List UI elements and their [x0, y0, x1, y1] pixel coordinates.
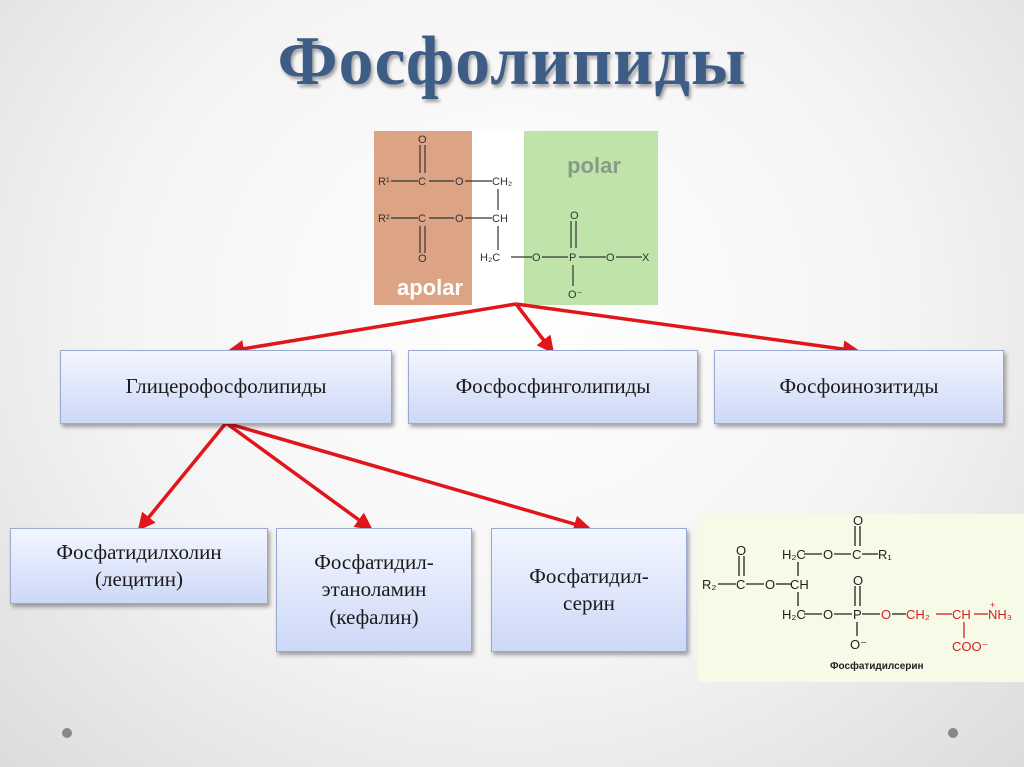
class-label: Глицерофосфолипиды — [125, 374, 327, 399]
atom-r2: R² — [378, 213, 390, 225]
atom-o-phosphate: O — [823, 607, 833, 622]
atom-o-carbonyl-2: O — [736, 543, 746, 558]
atom-ch-serine: CH — [952, 607, 971, 622]
subclass-label: Фосфатидил- этаноламин (кефалин) — [314, 550, 434, 629]
atom-o5: O — [532, 252, 541, 264]
arrow-to-glycerophospholipids — [226, 302, 517, 358]
atom-ch2: CH₂ — [492, 176, 512, 188]
atom-o-minus: O⁻ — [850, 637, 867, 652]
subclass-box-phosphatidylserine: Фосфатидил- серин — [491, 528, 687, 652]
slide-corner-dot-right — [948, 728, 958, 738]
apolar-region — [374, 131, 472, 305]
atom-c1: C — [418, 176, 426, 188]
atom-h2c-bottom: H₂C — [782, 607, 806, 622]
arrow-to-phosphatidylcholine — [137, 421, 228, 531]
atom-plus: + — [990, 600, 995, 610]
atom-o-ester-1: O — [823, 547, 833, 562]
atom-p: P — [569, 252, 576, 264]
atom-o6: O — [570, 210, 579, 222]
atom-c-1: C — [852, 547, 861, 562]
atom-ch2-serine: CH₂ — [906, 607, 930, 622]
atom-o4: O — [418, 253, 427, 265]
atom-coo: COO⁻ — [952, 639, 988, 654]
class-label: Фосфоинозитиды — [779, 374, 939, 399]
atom-nh3: NH₃ — [988, 607, 1012, 622]
atom-o-ester-2: O — [765, 577, 775, 592]
slide-corner-dot-left — [62, 728, 72, 738]
apolar-label: apolar — [397, 275, 463, 300]
arrow-to-phosphosphingolipids — [514, 302, 555, 354]
subclass-label: Фосфатидилхолин (лецитин) — [56, 539, 222, 591]
arrow-to-phosphoinositides — [515, 302, 861, 358]
atom-o2: O — [455, 176, 464, 188]
atom-r1: R¹ — [378, 176, 390, 188]
general-phospholipid-structure: polar apolar R¹ C O O CH₂ R² C O CH O H₂… — [374, 131, 658, 305]
subclass-box-phosphatidylethanolamine: Фосфатидил- этаноламин (кефалин) — [276, 528, 472, 652]
atom-h2c-top: H₂C — [782, 547, 806, 562]
arrow-to-phosphatidylethanolamine — [224, 421, 373, 531]
atom-r2: R₂ — [702, 577, 716, 592]
atom-p: P — [853, 607, 862, 622]
atom-x: X — [642, 252, 650, 264]
atom-r1: R₁ — [878, 547, 892, 562]
atom-o3: O — [455, 213, 464, 225]
subclass-box-phosphatidylcholine: Фосфатидилхолин (лецитин) — [10, 528, 268, 604]
atom-c: C — [736, 577, 745, 592]
arrow-to-phosphatidylserine — [225, 421, 592, 533]
atom-h2c: H₂C — [480, 252, 500, 264]
atom-o-minus: O⁻ — [568, 289, 583, 301]
class-box-phosphoinositides: Фосфоинозитиды — [714, 350, 1004, 424]
atom-o-carbonyl-1: O — [853, 514, 863, 528]
atom-o-double: O — [853, 573, 863, 588]
atom-ch: CH — [790, 577, 809, 592]
class-label: Фосфосфинголипиды — [455, 374, 651, 399]
page-title: Фосфолипиды — [277, 23, 747, 100]
polar-region — [524, 131, 658, 305]
subclass-label: Фосфатидил- серин — [529, 563, 649, 615]
atom-ch: CH — [492, 213, 508, 225]
structure-background — [698, 514, 1024, 682]
atom-o1: O — [418, 134, 427, 146]
atom-c2: C — [418, 213, 426, 225]
atom-o7: O — [606, 252, 615, 264]
class-box-glycerophospholipids: Глицерофосфолипиды — [60, 350, 392, 424]
phosphatidylserine-structure: R₂ C O O H₂C CH O C O R₁ H₂C O P O O⁻ O … — [698, 514, 1024, 682]
atom-o-serine: O — [881, 607, 891, 622]
structure-caption: Фосфатидилсерин — [830, 660, 924, 672]
class-box-phosphosphingolipids: Фосфосфинголипиды — [408, 350, 698, 424]
polar-label: polar — [567, 153, 621, 178]
